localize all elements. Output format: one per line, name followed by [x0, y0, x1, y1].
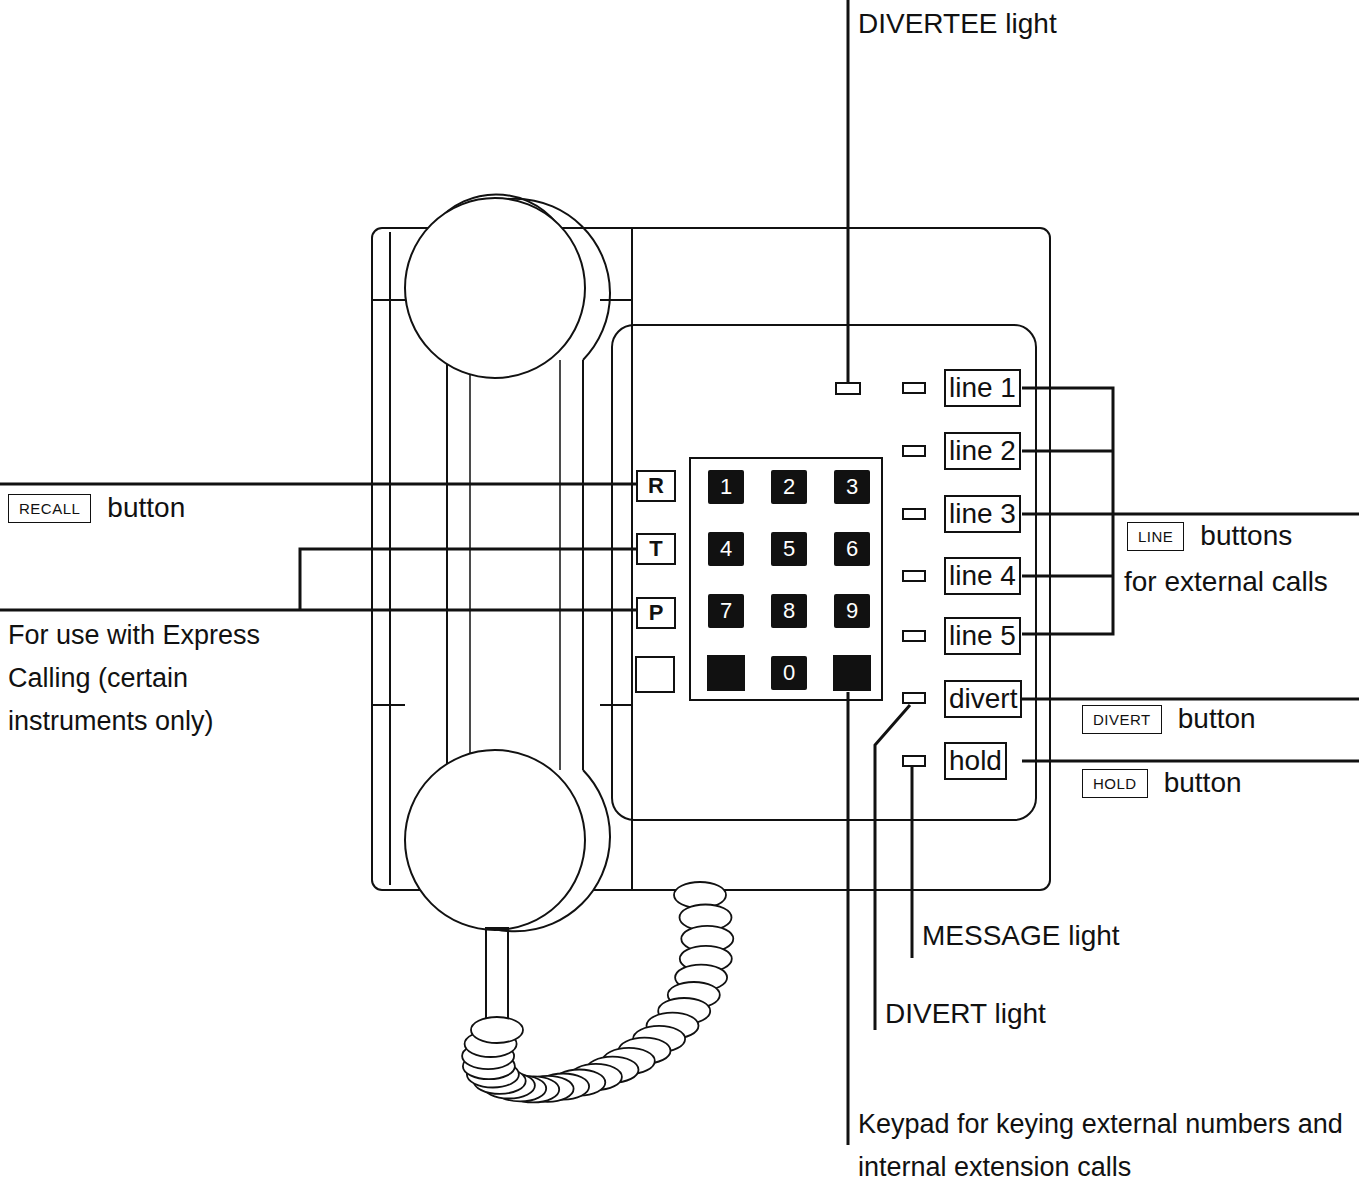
hold-button: hold [944, 742, 1007, 780]
boxed-term: RECALL [8, 494, 91, 523]
button-label: divert [949, 683, 1017, 714]
callout-label: RECALL button [8, 492, 187, 524]
line-button: line 5 [944, 617, 1021, 655]
keypad-key: 5 [771, 532, 807, 566]
button-label: 1 [720, 474, 732, 500]
label-block: For use with Express Calling (certain in… [8, 614, 270, 743]
callout-text: button [105, 492, 187, 524]
button-label: 7 [720, 598, 732, 624]
line-button: line 1 [944, 369, 1021, 407]
callout-label: DIVERT button [1082, 703, 1258, 735]
button-label: 6 [846, 536, 858, 562]
label-block: MESSAGE light [922, 914, 1222, 957]
button-label: 0 [783, 660, 795, 686]
button-label: 8 [783, 598, 795, 624]
keypad-key: 9 [834, 594, 870, 628]
button-label: 4 [720, 536, 732, 562]
boxed-term: HOLD [1082, 769, 1148, 798]
line-button: line 2 [944, 432, 1021, 470]
keypad-key: 8 [771, 594, 807, 628]
button-label: 3 [846, 474, 858, 500]
callout-text: MESSAGE light [922, 920, 1120, 951]
label-block: DIVERTEE light [858, 2, 1258, 45]
button-label: R [648, 473, 664, 499]
keypad-key: 3 [834, 470, 870, 504]
callout-text: Keypad for keying external numbers and i… [858, 1109, 1343, 1182]
button-label: line 3 [949, 498, 1016, 529]
keypad-key: 1 [708, 470, 744, 504]
callout-text: for external calls [1124, 566, 1328, 597]
button-label: 9 [846, 598, 858, 624]
button-label: hold [949, 745, 1002, 776]
boxed-term: LINE [1127, 522, 1184, 551]
line-button: line 3 [944, 495, 1021, 533]
express-key: P [636, 597, 676, 629]
keypad-key: 7 [708, 594, 744, 628]
label-block: Keypad for keying external numbers and i… [858, 1103, 1350, 1189]
recall-key: R [636, 470, 676, 502]
express-key: T [636, 533, 676, 565]
keypad-key: 2 [771, 470, 807, 504]
cord-coil [471, 1017, 523, 1043]
note-text: For use with Express Calling (certain in… [8, 620, 260, 736]
keypad-key: 0 [771, 656, 807, 690]
callout-text: button [1176, 703, 1258, 735]
button-label: 2 [783, 474, 795, 500]
callout-label: LINE buttons [1127, 520, 1294, 552]
button-label: T [649, 536, 662, 562]
keypad-key: 4 [708, 532, 744, 566]
line-button: line 4 [944, 557, 1021, 595]
button-label: line 4 [949, 560, 1016, 591]
button-label: P [649, 600, 664, 626]
button-label: line 2 [949, 435, 1016, 466]
divert-button: divert [944, 680, 1022, 718]
callout-text: buttons [1198, 520, 1294, 552]
callout-text: button [1162, 767, 1244, 799]
button-label: line 5 [949, 620, 1016, 651]
button-label: 5 [783, 536, 795, 562]
callout-label: HOLD button [1082, 767, 1244, 799]
keypad-key: 6 [834, 532, 870, 566]
boxed-term: DIVERT [1082, 705, 1162, 734]
callout-text: DIVERTEE light [858, 8, 1057, 39]
label-block: DIVERT light [885, 992, 1185, 1035]
label-block: for external calls [1124, 560, 1354, 603]
callout-text: DIVERT light [885, 998, 1046, 1029]
button-label: line 1 [949, 372, 1016, 403]
